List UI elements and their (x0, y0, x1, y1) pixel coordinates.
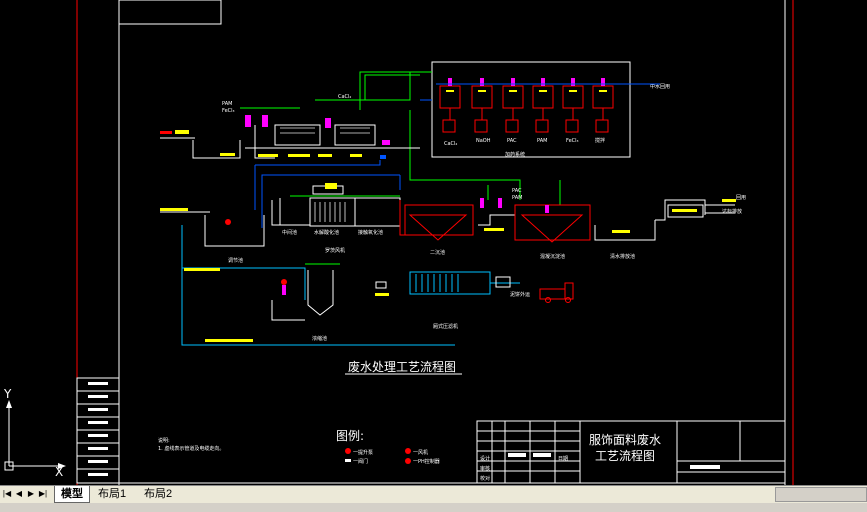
layout-tab-bar: |◀ ◀ ▶ ▶| 模型 布局1 布局2 (0, 485, 867, 512)
tb-row-check: 校对 (480, 475, 490, 482)
tb-project-name: 服饰面料废水 (589, 432, 661, 447)
diagram-title: 废水处理工艺流程图 (348, 359, 456, 374)
tiaojie-label: 调节池 (228, 257, 243, 264)
yaluji-label: 厢式压滤机 (433, 323, 458, 330)
chem-pac-label: PAC (507, 138, 517, 144)
erchen-label: 二沉池 (430, 249, 445, 256)
legend-item-ph: 一PH控制器 (413, 458, 440, 465)
chem-pam-label: PAM (537, 138, 547, 144)
main-flow-lines (254, 83, 660, 228)
tab-layout1[interactable]: 布局1 (98, 488, 127, 500)
tab-model[interactable]: 模型 (54, 486, 90, 503)
margin-sign-boxes (76, 377, 120, 484)
legend-item-pump: 一提升泵 (353, 449, 373, 456)
tb-drawing-name: 工艺流程图 (595, 448, 655, 463)
sludge-line: 浓缩池 厢式压滤机 泥饼外运 (181, 219, 574, 346)
dabiao-label: 达标排放 (722, 208, 742, 215)
legend-ph-icon (405, 458, 411, 464)
zhongjian-label: 中间池 (282, 229, 297, 236)
pretreatment-line: PAM FeCl₃ CaCl₂ (160, 94, 420, 159)
jiechu-label: 接触氧化池 (358, 229, 383, 236)
legend-item-valve: 一阀门 (353, 458, 368, 465)
huiyong-label: 回用 (736, 195, 746, 201)
chemical-lines (340, 71, 561, 205)
fecl-top-label: FeCl₃ (222, 108, 235, 114)
horizontal-scrollbar[interactable] (775, 487, 867, 502)
cacl-top-label: CaCl₂ (338, 94, 351, 100)
top-left-box (118, 0, 222, 25)
jiayao-label: 加药系统 (505, 151, 525, 158)
next-tab-button[interactable]: ▶ (27, 489, 35, 498)
tb-row-date: 日期 (558, 456, 568, 462)
pam-mid-label: PAM (512, 195, 522, 201)
pac-mid-label: PAC (512, 188, 522, 194)
notes-text: 1. 虚线表示管道及电缆走向。 (158, 445, 224, 452)
ucs-x-label: X (55, 465, 63, 479)
title-block: 设计 审核 校对 日期 服饰面料废水 工艺流程图 (476, 420, 786, 484)
main-treatment-line: PAC PAM 调节池 中间池 水解酸化池 接触氧化池 罗茨风机 二沉池 混凝沉… (160, 183, 746, 264)
xuanning-label: 混凝沉淀池 (540, 253, 565, 260)
chem-cacl-label: CaCl₂ (444, 141, 457, 147)
prev-tab-button[interactable]: ◀ (15, 489, 23, 498)
nongsuo-label: 浓缩池 (312, 335, 327, 342)
ucs-y-label: Y (3, 387, 12, 401)
tab-layout2[interactable]: 布局2 (144, 488, 173, 500)
chemical-dosing-system: CaCl₂ NaOH PAC PAM FeCl₃ 搅拌 加药系统 中水回用 (431, 61, 670, 158)
tb-row-review: 审核 (480, 465, 490, 472)
drawing-svg: Y X (3, 0, 794, 485)
chem-mixer-label: 搅拌 (595, 137, 605, 144)
shuijie-label: 水解酸化池 (314, 229, 339, 236)
cad-model-space[interactable]: Y X (0, 0, 867, 485)
chem-fecl-label: FeCl₃ (566, 138, 579, 144)
status-strip (0, 503, 867, 512)
notes-title: 说明: (158, 437, 170, 444)
truck-icon (539, 282, 574, 303)
legend-title: 图例: (336, 429, 364, 443)
pam-top-label: PAM (222, 101, 232, 107)
qingshui-label: 清水排放池 (610, 253, 635, 260)
legend-item-blower: 一风机 (413, 449, 428, 456)
chem-naoh-label: NaOH (476, 138, 491, 144)
legend: 图例: 一提升泵 一阀门 一风机 一PH控制器 (336, 429, 440, 465)
last-tab-button[interactable]: ▶| (38, 489, 48, 498)
tb-row-design: 设计 (480, 455, 490, 462)
legend-valve-icon (345, 459, 351, 462)
legend-blower-icon (405, 448, 411, 454)
fengji-label: 罗茨风机 (325, 247, 345, 254)
waiyun-label: 泥饼外运 (510, 291, 530, 298)
ucs-icon: Y X (3, 387, 66, 479)
zhongshui-label: 中水回用 (650, 83, 670, 90)
legend-pump-icon (345, 448, 351, 454)
first-tab-button[interactable]: |◀ (2, 489, 12, 498)
